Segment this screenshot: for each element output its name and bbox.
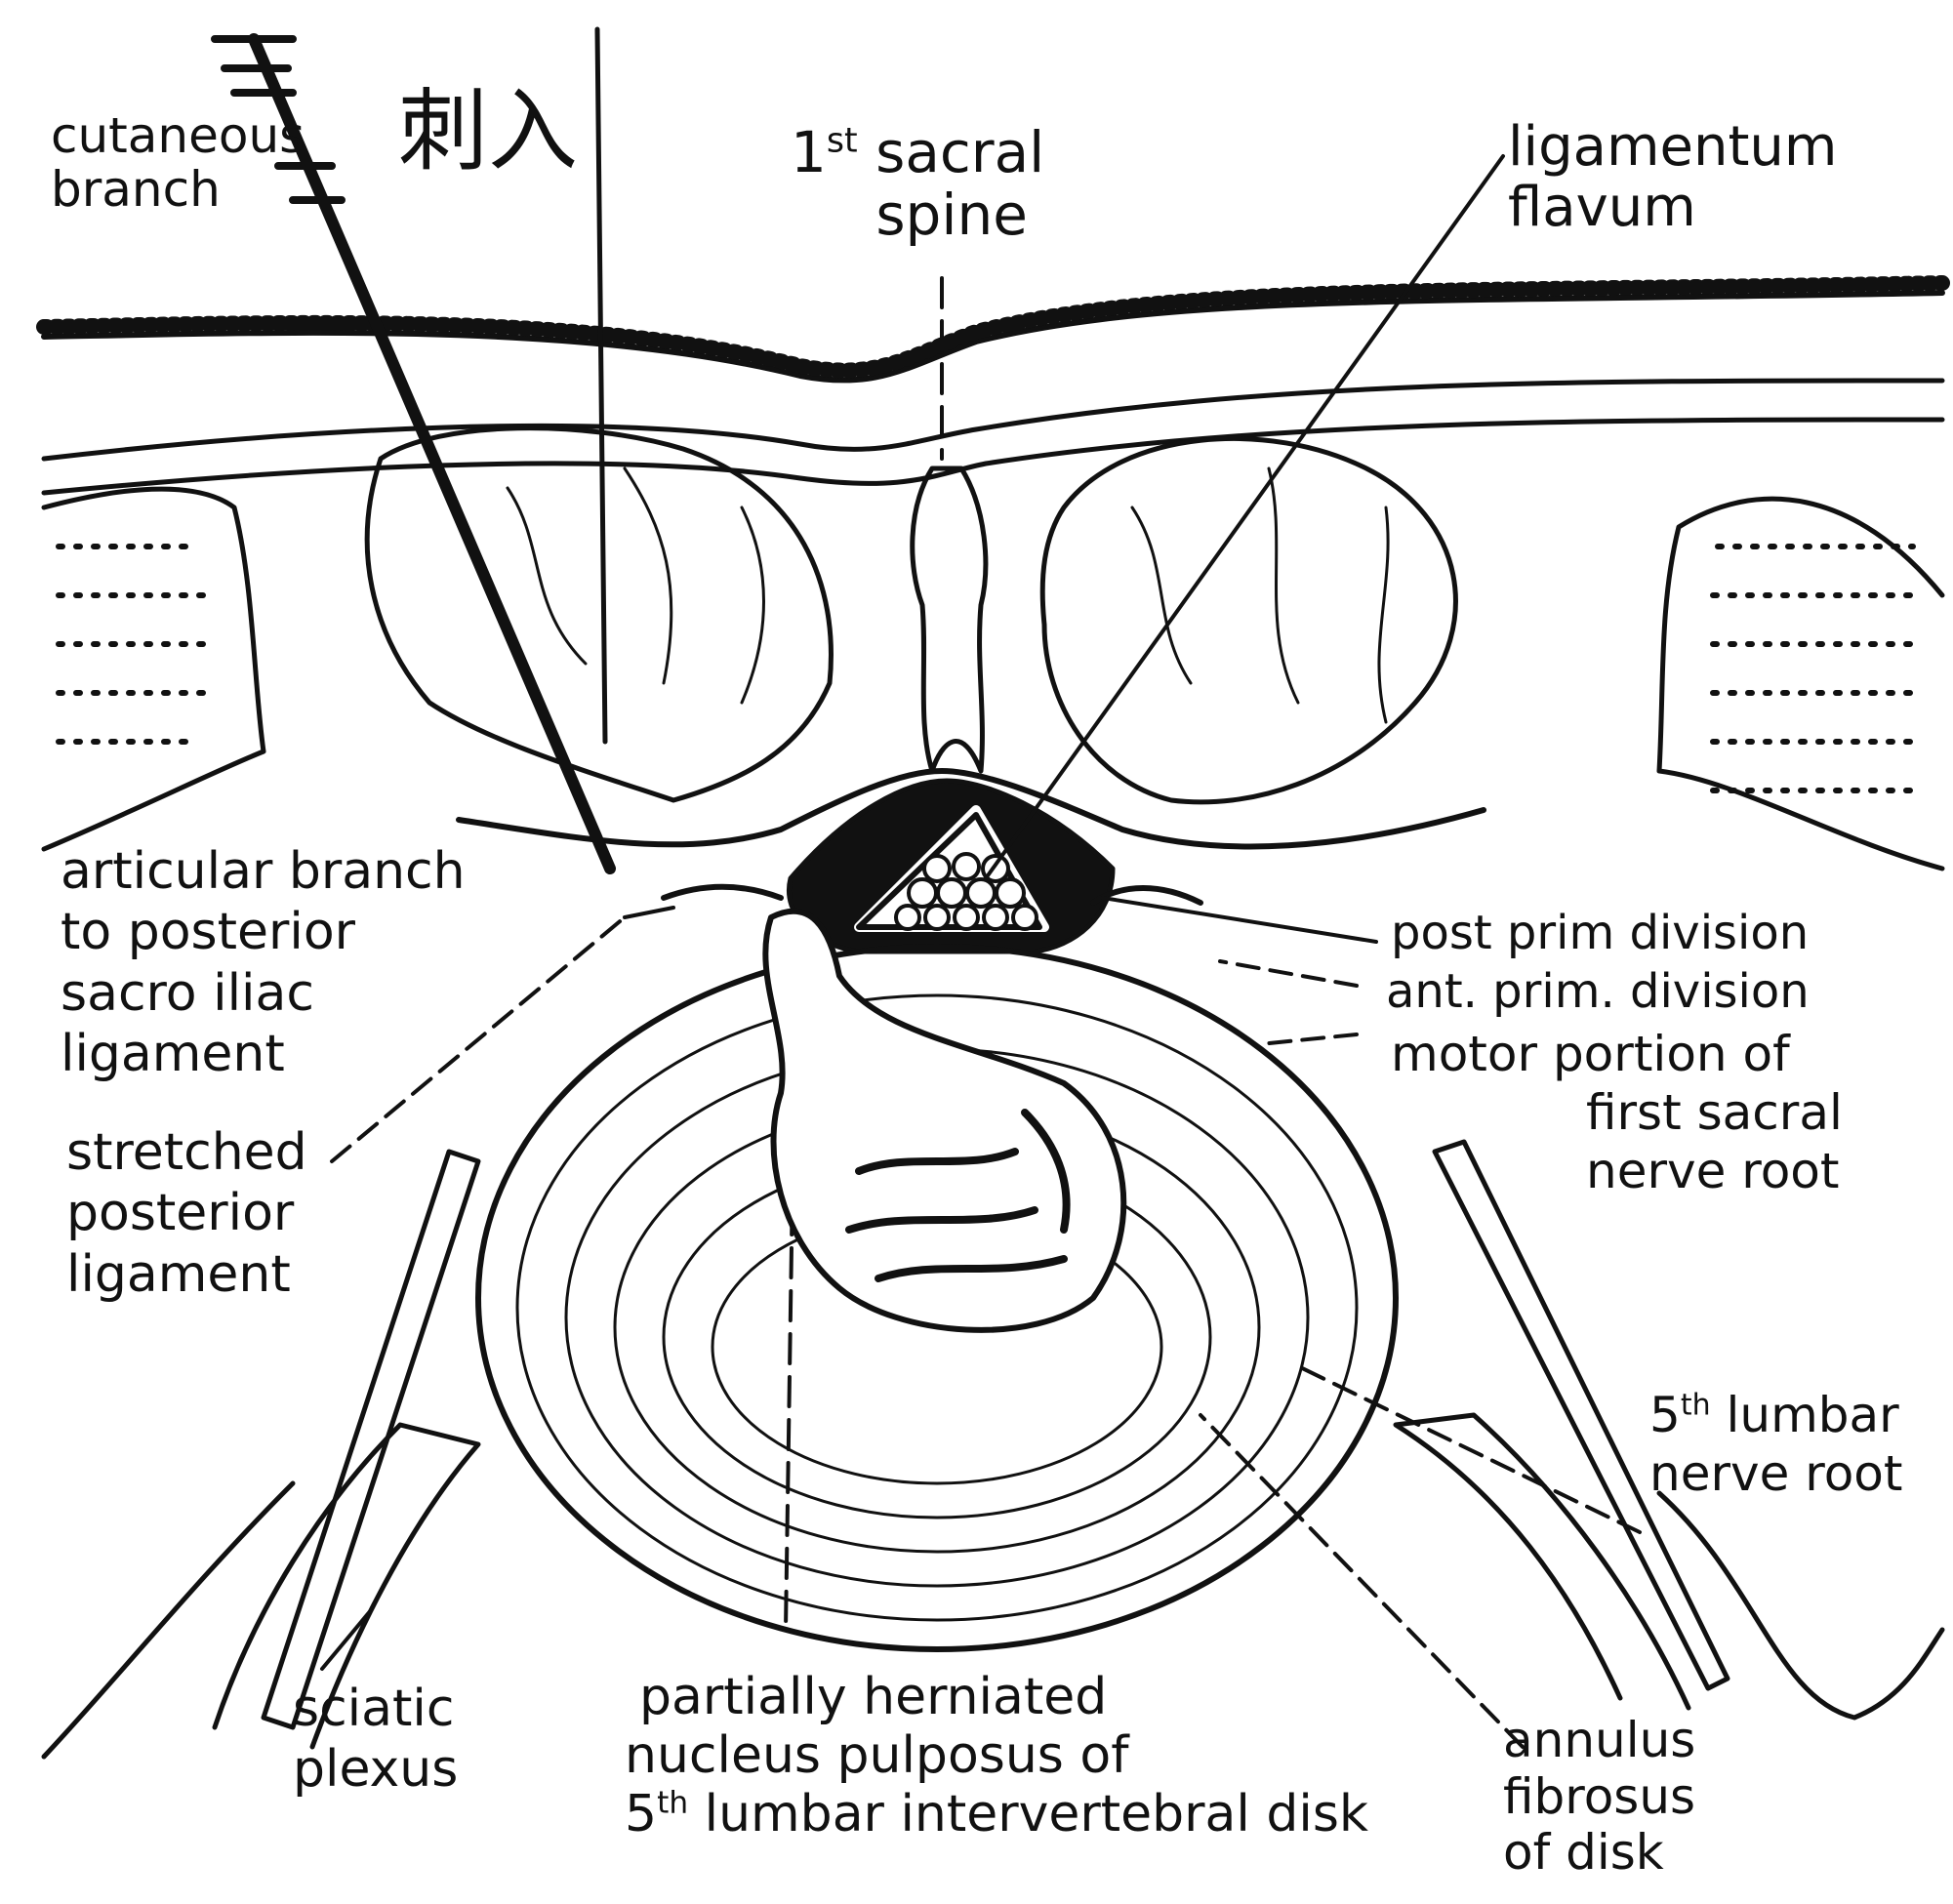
label-chinese-note: 刺入 — [398, 59, 578, 188]
label-cutaneous-branch: cutaneous branch — [51, 109, 305, 217]
label-post-prim-division: post prim division — [1391, 908, 1809, 959]
label-line: spine — [791, 184, 1044, 247]
right-ilium — [1659, 499, 1942, 869]
label-line: posterior — [66, 1183, 307, 1243]
label-sup: th — [1681, 1388, 1711, 1422]
label-line: articular branch — [61, 841, 466, 902]
label-line: nucleus pulposus of — [625, 1727, 1368, 1786]
right-muscle — [1042, 438, 1455, 801]
label-line: sacro iliac — [61, 963, 466, 1024]
label-annulus-fibrosus: annulus fibrosus of disk — [1503, 1713, 1695, 1882]
label-line: of disk — [1503, 1825, 1695, 1882]
label-sup: st — [827, 122, 858, 161]
left-ilium-texture — [59, 547, 210, 742]
label-line: partially herniated — [625, 1669, 1368, 1727]
label-ant-prim-division: ant. prim. division — [1386, 966, 1810, 1018]
label-line: first sacral — [1391, 1083, 1843, 1142]
label-line: flavum — [1508, 178, 1837, 238]
label-line: cutaneous — [51, 109, 305, 163]
muscle-fibers — [508, 468, 1388, 722]
label-line: plexus — [293, 1739, 458, 1800]
label-first-sacral-spine: 1st sacral spine — [791, 122, 1044, 247]
label-line: nerve root — [1391, 1142, 1843, 1200]
label-stretched-ligament: stretched posterior ligament — [66, 1122, 307, 1305]
skin-outer-line — [44, 293, 1942, 381]
label-line: stretched — [66, 1122, 307, 1183]
left-pelvic-contour — [44, 1483, 293, 1757]
label-line: ligament — [66, 1244, 307, 1305]
label-line: sciatic — [293, 1679, 458, 1739]
label-rest: lumbar intervertebral disk — [688, 1785, 1368, 1843]
spinous-process — [913, 468, 986, 771]
label-rest: lumbar — [1711, 1387, 1899, 1443]
label-line: branch — [51, 163, 305, 217]
label-rest: sacral — [858, 119, 1045, 185]
label-line: to posterior — [61, 902, 466, 962]
right-pelvic-contour — [1659, 1493, 1942, 1718]
label-line: fibrosus — [1503, 1769, 1695, 1826]
left-muscle — [367, 428, 831, 800]
label-line: annulus — [1503, 1713, 1695, 1769]
left-ilium — [44, 489, 264, 849]
label-sup: th — [657, 1785, 688, 1820]
label-ligamentum-flavum: ligamentum flavum — [1508, 117, 1837, 237]
label-line: ligament — [61, 1024, 466, 1084]
label-line: ligamentum — [1508, 117, 1837, 178]
label-line: nerve root — [1649, 1444, 1903, 1503]
label-num: 5 — [1649, 1387, 1681, 1443]
left-s1-root — [664, 887, 781, 898]
label-motor-portion: motor portion of first sacral nerve root — [1391, 1025, 1843, 1200]
right-ilium-texture — [1713, 547, 1913, 790]
label-fifth-lumbar-root: 5th lumbar nerve root — [1649, 1386, 1903, 1503]
label-num: 1 — [791, 119, 827, 185]
label-num: 5 — [625, 1785, 657, 1843]
label-herniated-nucleus: partially herniated nucleus pulposus of … — [625, 1669, 1368, 1843]
guide-line-vertical — [597, 29, 605, 742]
label-sciatic-plexus: sciatic plexus — [293, 1679, 458, 1801]
label-line: motor portion of — [1391, 1025, 1843, 1083]
label-articular-branch: articular branch to posterior sacro ilia… — [61, 841, 466, 1085]
